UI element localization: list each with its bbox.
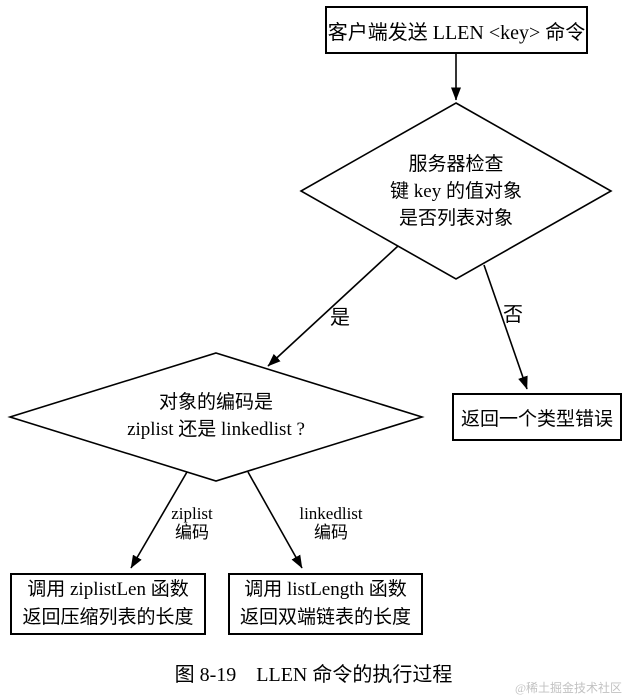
- edge-label-linkedlist-line-1: linkedlist: [299, 504, 363, 523]
- linkedlist-result-line-1: 调用 listLength 函数: [244, 579, 407, 600]
- ziplist-result-line-1: 调用 ziplistLen 函数: [27, 579, 189, 600]
- ziplist-result-line-2: 返回压缩列表的长度: [22, 607, 194, 628]
- type-error-label: 返回一个类型错误: [460, 408, 613, 430]
- check-list-line-3: 是否列表对象: [398, 208, 513, 229]
- edge-ziplist: [130, 471, 188, 569]
- edge-yes: [267, 245, 399, 367]
- figure-caption: 图 8-19 LLEN 命令的执行过程: [174, 664, 453, 686]
- edge-no: [483, 264, 528, 390]
- check-encoding-diamond-shape: [7, 352, 425, 482]
- type-error-node: 返回一个类型错误: [452, 393, 622, 441]
- edge-label-ziplist-line-2: 编码: [175, 523, 209, 542]
- edge-label-no: 否: [503, 304, 523, 326]
- linkedlist-result-line-2: 返回双端链表的长度: [239, 607, 411, 628]
- check-encoding-line-1: 对象的编码是: [158, 392, 273, 413]
- edge-label-linkedlist-line-2: 编码: [314, 523, 348, 542]
- edge-label-yes: 是: [330, 307, 350, 329]
- linkedlist-result-node: 调用 listLength 函数 返回双端链表的长度: [228, 573, 423, 635]
- ziplist-result-node: 调用 ziplistLen 函数 返回压缩列表的长度: [10, 573, 206, 635]
- start-node: 客户端发送 LLEN <key> 命令: [325, 6, 588, 54]
- edge-linkedlist: [247, 471, 303, 569]
- edge-label-ziplist: ziplist 编码: [130, 504, 254, 542]
- check-list-line-2: 键 key 的值对象: [390, 181, 522, 202]
- edge-label-linkedlist: linkedlist 编码: [269, 504, 393, 542]
- start-node-label: 客户端发送 LLEN <key> 命令: [327, 21, 586, 44]
- check-encoding-line-2: ziplist 还是 linkedlist ?: [127, 419, 305, 440]
- check-encoding-diamond-label: 对象的编码是 ziplist 还是 linkedlist ?: [86, 389, 346, 443]
- edge-label-ziplist-line-1: ziplist: [171, 504, 213, 523]
- check-list-line-1: 服务器检查: [408, 154, 504, 175]
- check-list-diamond-shape: [299, 102, 613, 280]
- check-list-diamond-label: 服务器检查 键 key 的值对象 是否列表对象: [336, 151, 576, 232]
- watermark-text: @稀土掘金技术社区: [514, 681, 622, 695]
